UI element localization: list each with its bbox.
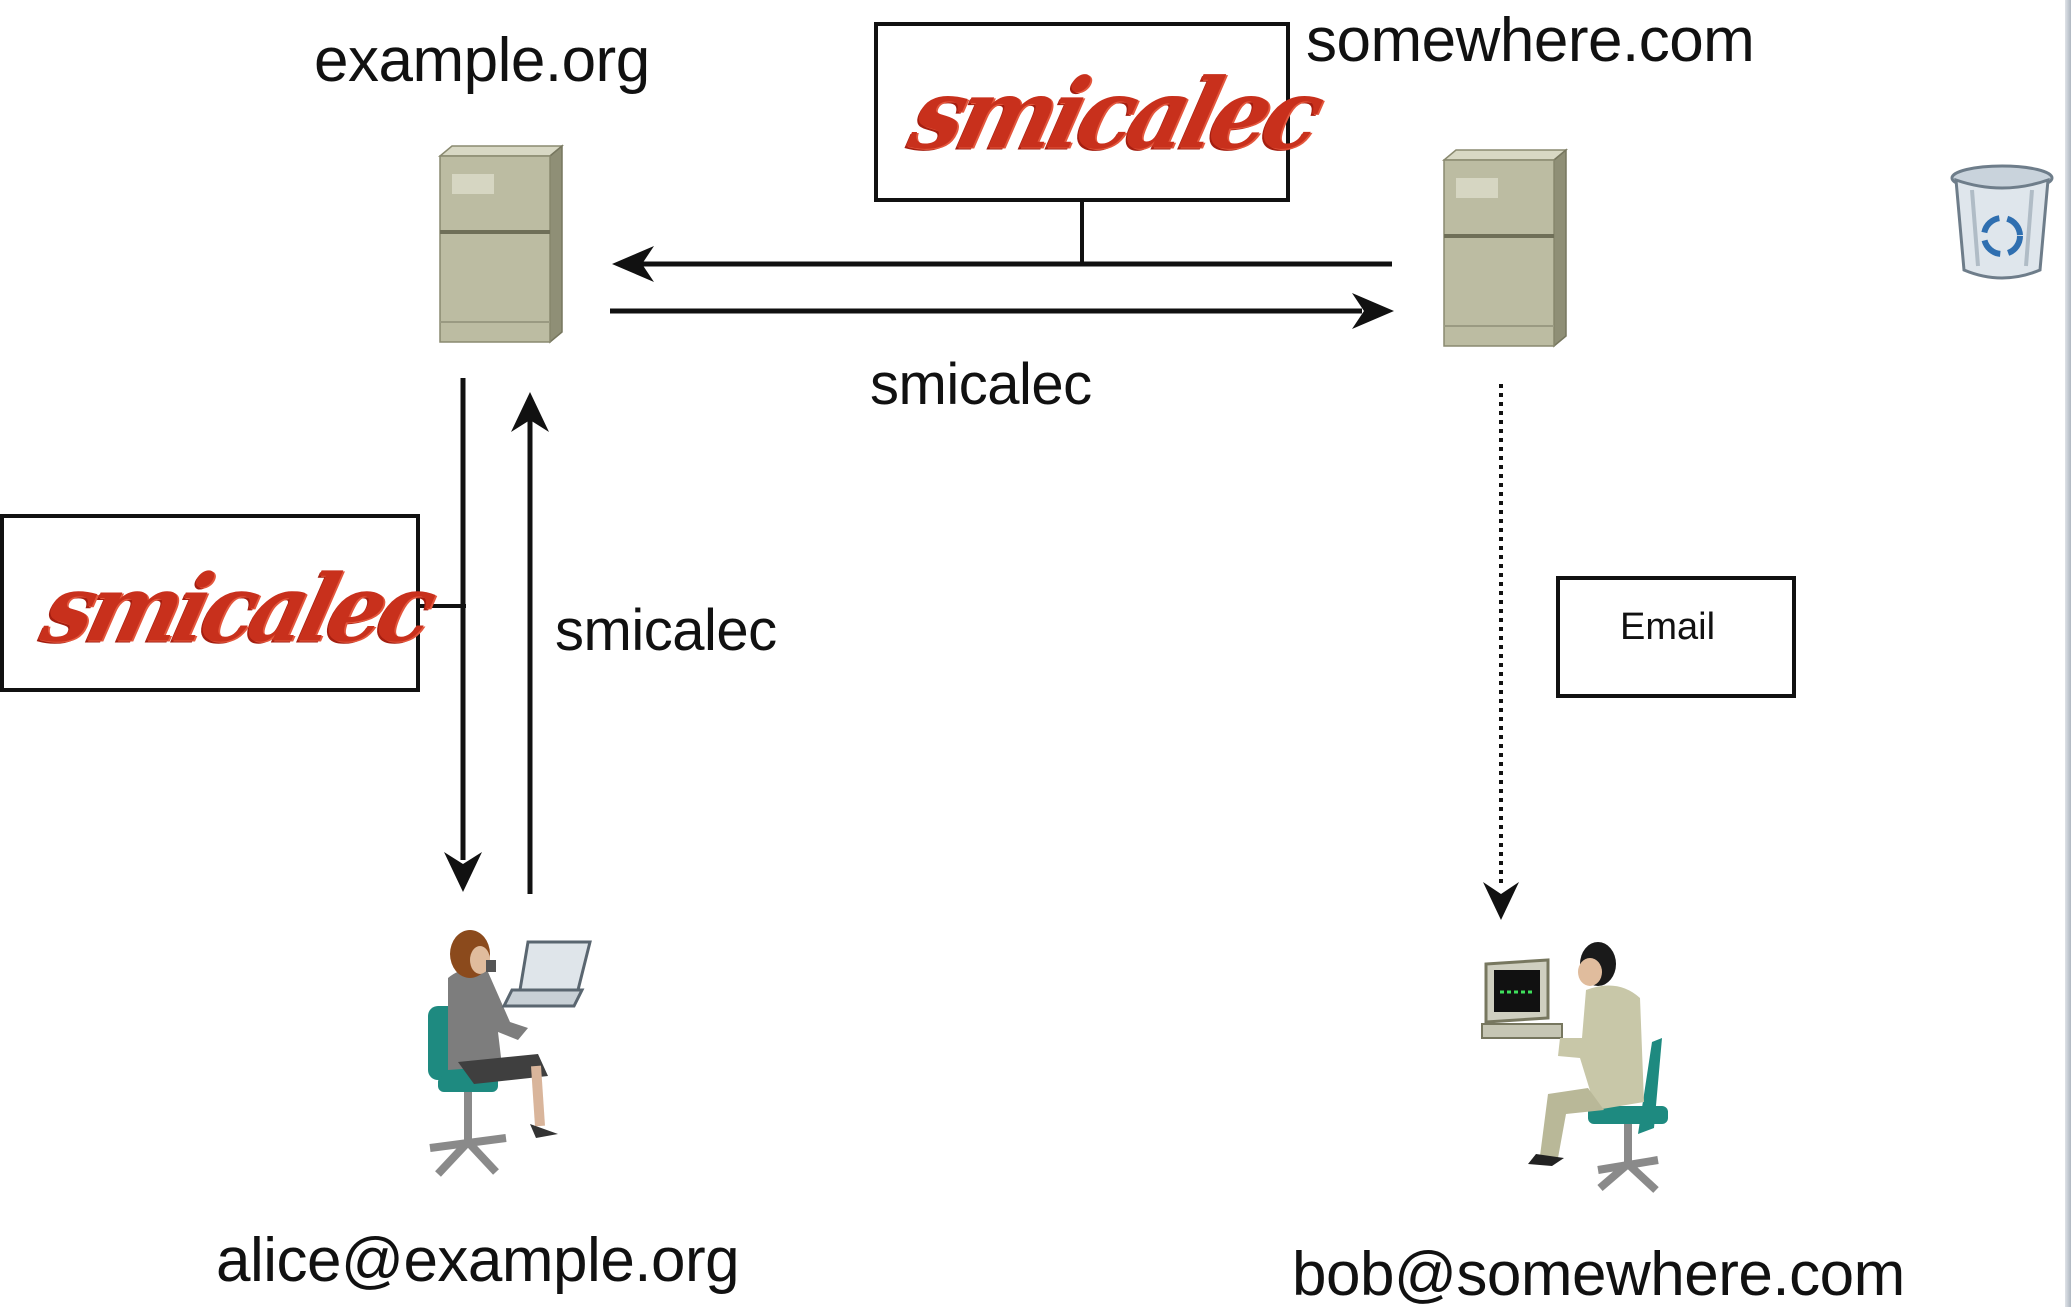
captcha-left-word: smicalec [32, 553, 442, 663]
user-arrow-label: smicalec [555, 598, 777, 663]
alice-user-icon [428, 930, 592, 1177]
arrow-to-bob-dotted [1483, 384, 1519, 920]
arrow-to-example-org [612, 246, 1392, 282]
server-left-domain-label: example.org [314, 26, 650, 95]
recycle-bin-icon [1950, 164, 2054, 280]
server-arrow-label: smicalec [870, 352, 1092, 417]
captcha-top-word: smicalec [899, 57, 1330, 171]
arrow-from-alice [511, 392, 549, 894]
bob-email-label: bob@somewhere.com [1292, 1240, 1905, 1309]
email-card: Email [1556, 576, 1796, 698]
server-right-domain-label: somewhere.com [1306, 6, 1755, 75]
window-edge [2065, 0, 2071, 1307]
captcha-top-box: smicalec [874, 22, 1329, 202]
arrow-to-somewhere-com [610, 293, 1394, 329]
arrow-to-alice [444, 378, 482, 892]
captcha-left-box: smicalec [0, 514, 441, 692]
bob-user-icon [1481, 942, 1668, 1193]
server-right-icon [1441, 148, 1569, 348]
alice-email-label: alice@example.org [216, 1226, 740, 1295]
email-card-label: Email [1620, 606, 1716, 648]
server-left-icon [437, 144, 565, 344]
